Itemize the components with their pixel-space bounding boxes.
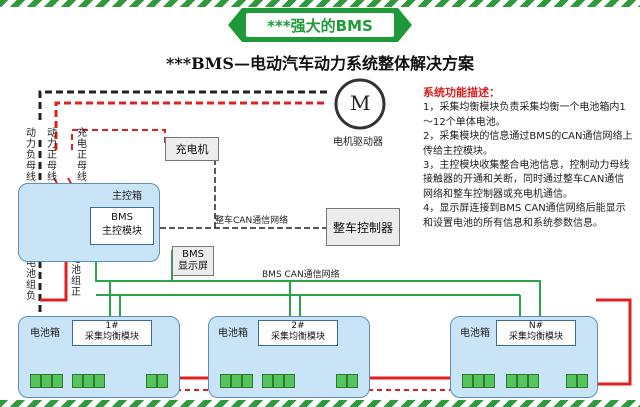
vehicle-can-label: 整车CAN通信网络 bbox=[215, 216, 289, 226]
bms-display-line2: 显示屏 bbox=[178, 261, 208, 272]
battery-box-n-module: N# 采集均衡模块 bbox=[496, 320, 576, 346]
positive-bus-line bbox=[54, 101, 325, 150]
bms-can-line bbox=[95, 262, 541, 318]
bms-display-line1: BMS bbox=[182, 249, 204, 260]
bms-main-module-line2: 主控模块 bbox=[102, 226, 142, 237]
battery-box-2-label: 电池箱 bbox=[218, 328, 248, 339]
battery-positive-right bbox=[572, 298, 632, 386]
description-heading: 系统功能描述： bbox=[423, 86, 500, 99]
negative-bus-line bbox=[38, 90, 330, 120]
battery-box-n-module-label: 采集均衡模块 bbox=[508, 332, 563, 342]
battery-box-2-module-label: 采集均衡模块 bbox=[270, 332, 325, 342]
bottom-stripe-border bbox=[0, 400, 640, 407]
bms-main-module-line1: BMS bbox=[111, 212, 133, 223]
motor-symbol: M bbox=[350, 91, 371, 115]
battery-box-1-module-label: 采集均衡模块 bbox=[84, 332, 139, 342]
main-control-box-label: 主控箱 bbox=[112, 191, 142, 202]
top-stripe-border bbox=[0, 0, 640, 7]
power-pos-label: 动力正母线 bbox=[47, 128, 57, 183]
system-description: 系统功能描述： 1，采集均衡模块负责采集均衡一个电池箱内1～12个单体电池。 2… bbox=[423, 86, 633, 231]
battery-box-n-label: 电池箱 bbox=[460, 328, 490, 339]
power-neg-label: 动力负母线 bbox=[26, 128, 36, 183]
battery-positive-line bbox=[40, 248, 68, 302]
battery-box-2-num: 2# bbox=[291, 321, 305, 331]
bms-can-label: BMS CAN通信网络 bbox=[262, 270, 340, 280]
battery-box-1-label: 电池箱 bbox=[30, 328, 60, 339]
description-item-3: 3，主控模块收集整合电池信息，控制动力母线接触器的开通和关断，同时通过整车CAN… bbox=[423, 160, 630, 200]
charge-pos-label: 充电正母线 bbox=[77, 128, 87, 183]
battery-box-1-module: 1# 采集均衡模块 bbox=[72, 320, 152, 346]
battery-box-n-num: N# bbox=[528, 321, 544, 331]
bms-main-module: BMS 主控模块 bbox=[90, 207, 154, 245]
description-item-1: 1，采集均衡模块负责采集均衡一个电池箱内1～12个单体电池。 bbox=[423, 102, 626, 128]
page-title: ***BMS—电动汽车动力系统整体解决方案 bbox=[166, 54, 474, 73]
vehicle-controller-box: 整车控制器 bbox=[326, 208, 400, 246]
battery-box-1-num: 1# bbox=[105, 321, 119, 331]
motor-label: 电机驱动器 bbox=[333, 137, 383, 148]
banner-title: ***强大的BMS bbox=[246, 13, 394, 37]
description-item-2: 2，采集模块的信息通过BMS的CAN通信网络上传给主控模块。 bbox=[423, 131, 633, 157]
charger-box: 充电机 bbox=[165, 137, 219, 161]
battery-box-2-module: 2# 采集均衡模块 bbox=[258, 320, 338, 346]
description-item-4: 4，显示屏连接到BMS CAN通信网络后能显示和设置电池的所有信息和系统参数信息… bbox=[423, 203, 626, 229]
bms-display-box: BMS 显示屏 bbox=[172, 246, 214, 276]
battery-group-neg-label: 电池组负 bbox=[26, 258, 36, 302]
